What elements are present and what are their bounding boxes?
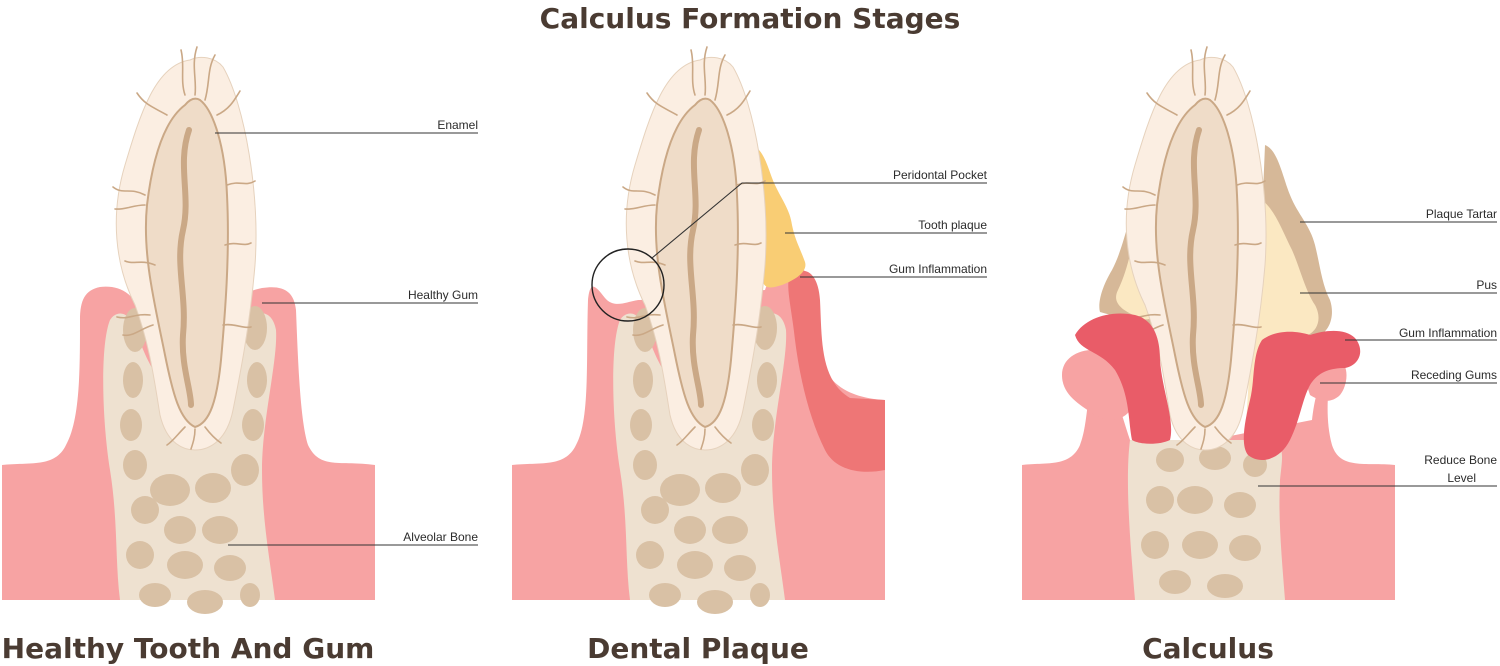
label-gum-inflammation-1: Gum Inflammation: [889, 262, 987, 276]
gum-inflamed-right: [1243, 330, 1361, 460]
label-reduce-bone-2: Level: [1447, 471, 1476, 485]
panel-title-calculus: Calculus: [1142, 632, 1274, 665]
panel-title-healthy: Healthy Tooth And Gum: [2, 632, 375, 665]
label-tooth-plaque: Tooth plaque: [918, 218, 987, 232]
panel-dental-plaque: Peridontal Pocket Tooth plaque Gum Infla…: [512, 47, 988, 665]
panel-calculus: Plaque Tartar Pus Gum Inflammation Reced…: [1022, 47, 1497, 665]
label-pus: Pus: [1476, 278, 1497, 292]
gum-inflamed-left: [1075, 313, 1172, 444]
panel-title-dental-plaque: Dental Plaque: [587, 632, 809, 665]
plaque-gum-inflamed: [788, 270, 885, 472]
periodontal-pocket-circle: [591, 248, 665, 322]
main-title: Calculus Formation Stages: [540, 2, 961, 35]
panel-healthy: Enamel Healthy Gum Alveolar Bone Healthy…: [2, 47, 478, 665]
label-enamel: Enamel: [437, 118, 478, 132]
label-healthy-gum: Healthy Gum: [408, 288, 478, 302]
label-gum-inflammation-2: Gum Inflammation: [1399, 326, 1497, 340]
label-periodontal-pocket: Peridontal Pocket: [893, 168, 988, 182]
label-alveolar-bone: Alveolar Bone: [403, 530, 478, 544]
label-receding-gums: Receding Gums: [1411, 368, 1497, 382]
label-reduce-bone-1: Reduce Bone: [1424, 453, 1497, 467]
label-plaque-tartar: Plaque Tartar: [1426, 207, 1497, 221]
periodontal-pocket-leader: [651, 182, 987, 259]
